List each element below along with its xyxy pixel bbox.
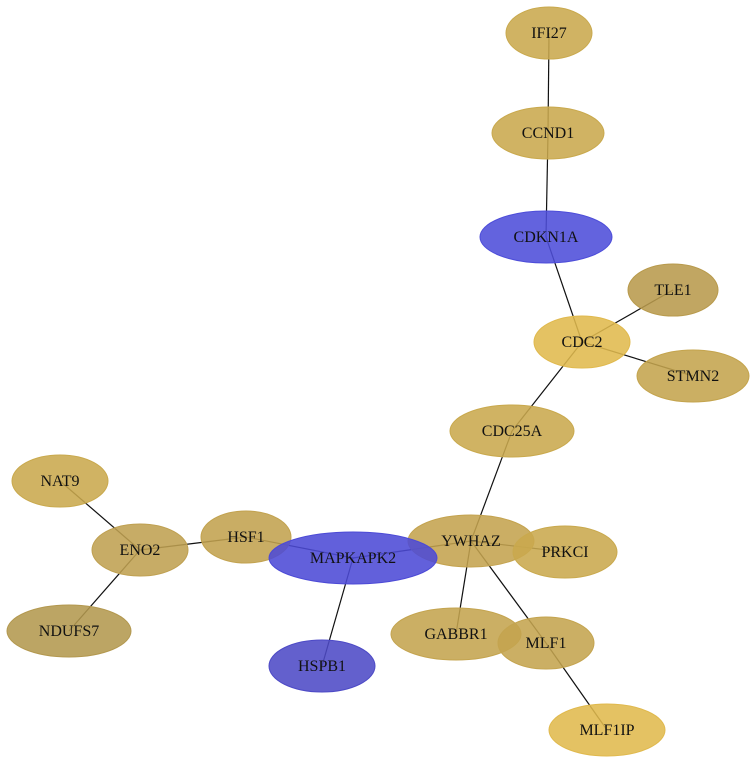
node-cdc2[interactable]: CDC2 [533,315,631,369]
node-prkci[interactable]: PRKCI [512,525,618,579]
node-mlf1ip[interactable]: MLF1IP [548,703,666,757]
node-hspb1[interactable]: HSPB1 [268,639,376,693]
node-eno2[interactable]: ENO2 [91,523,189,577]
node-label: MLF1IP [579,722,634,739]
node-mlf1[interactable]: MLF1 [497,616,595,670]
node-label: CCND1 [522,125,574,142]
node-shape [491,106,605,160]
node-label: STMN2 [667,368,719,385]
node-shape [512,525,618,579]
node-ccnd1[interactable]: CCND1 [491,106,605,160]
node-label: CDC25A [482,423,543,440]
node-label: CDKN1A [514,229,579,246]
node-gabbr1[interactable]: GABBR1 [390,607,522,661]
node-label: PRKCI [541,544,588,561]
node-label: YWHAZ [441,533,501,550]
node-shape [548,703,666,757]
node-shape [479,210,613,264]
node-label: NDUFS7 [39,623,99,640]
node-shape [497,616,595,670]
node-label: IFI27 [531,25,567,42]
node-shape [6,604,132,658]
node-shape [627,263,719,317]
node-label: CDC2 [562,334,603,351]
node-label: HSPB1 [298,658,346,675]
node-nat9[interactable]: NAT9 [11,454,109,508]
node-cdkn1a[interactable]: CDKN1A [479,210,613,264]
node-tle1[interactable]: TLE1 [627,263,719,317]
node-label: MAPKAPK2 [310,550,396,567]
node-shape [268,639,376,693]
node-label: ENO2 [120,542,161,559]
node-shape [533,315,631,369]
node-shape [636,349,750,403]
node-stmn2[interactable]: STMN2 [636,349,750,403]
node-ifi27[interactable]: IFI27 [505,6,593,60]
node-cdc25a[interactable]: CDC25A [449,404,575,458]
node-label: HSF1 [227,529,264,546]
node-shape [91,523,189,577]
node-shape [268,531,438,585]
node-shape [200,510,292,564]
node-label: GABBR1 [424,626,487,643]
node-label: TLE1 [654,282,691,299]
node-label: MLF1 [526,635,567,652]
node-label: NAT9 [40,473,79,490]
node-mapkapk2[interactable]: MAPKAPK2 [268,531,438,585]
node-hsf1[interactable]: HSF1 [200,510,292,564]
node-shape [449,404,575,458]
node-shape [505,6,593,60]
node-ndufs7[interactable]: NDUFS7 [6,604,132,658]
node-shape [11,454,109,508]
